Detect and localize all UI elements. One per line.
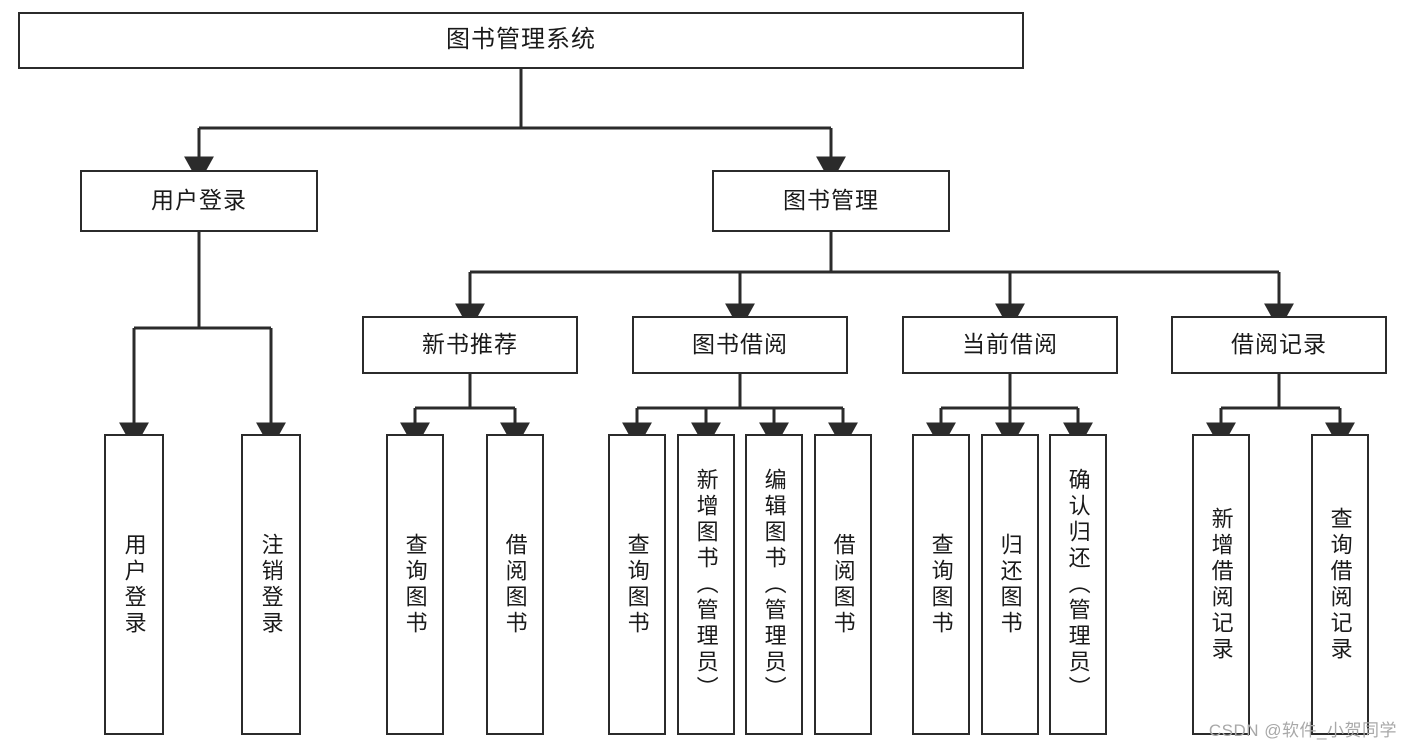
node-leaf-add-record[interactable]: 新增借阅记录 xyxy=(1192,434,1250,735)
node-leaf-query-record-label: 查询借阅记录 xyxy=(1327,506,1353,663)
node-current-borrow-label: 当前借阅 xyxy=(962,331,1058,358)
node-borrow-record-label: 借阅记录 xyxy=(1231,331,1327,358)
node-book-borrow-label: 图书借阅 xyxy=(692,331,788,358)
node-root[interactable]: 图书管理系统 xyxy=(18,12,1024,69)
node-leaf-confirm-return[interactable]: 确认归还（管理员） xyxy=(1049,434,1107,735)
csdn-watermark: CSDN @软件_小贺同学 xyxy=(1208,721,1397,740)
node-leaf-user-logout[interactable]: 注销登录 xyxy=(241,434,301,735)
node-root-label: 图书管理系统 xyxy=(446,26,596,54)
node-leaf-query-record[interactable]: 查询借阅记录 xyxy=(1311,434,1369,735)
node-leaf-edit-book[interactable]: 编辑图书（管理员） xyxy=(745,434,803,735)
node-leaf-add-book[interactable]: 新增图书（管理员） xyxy=(677,434,735,735)
node-leaf-user-logout-label: 注销登录 xyxy=(258,532,284,637)
node-leaf-add-book-label: 新增图书（管理员） xyxy=(693,467,719,702)
node-book-manage[interactable]: 图书管理 xyxy=(712,170,950,232)
node-leaf-borrow-book-2-label: 借阅图书 xyxy=(830,532,856,637)
node-current-borrow[interactable]: 当前借阅 xyxy=(902,316,1118,374)
node-leaf-query-book-3-label: 查询图书 xyxy=(928,532,954,637)
node-leaf-borrow-book-2[interactable]: 借阅图书 xyxy=(814,434,872,735)
node-new-book-recommend-label: 新书推荐 xyxy=(422,331,518,358)
node-leaf-confirm-return-label: 确认归还（管理员） xyxy=(1065,467,1091,702)
node-book-manage-label: 图书管理 xyxy=(783,187,879,214)
node-leaf-query-book-3[interactable]: 查询图书 xyxy=(912,434,970,735)
node-leaf-query-book-2-label: 查询图书 xyxy=(624,532,650,637)
node-book-borrow[interactable]: 图书借阅 xyxy=(632,316,848,374)
node-user-login[interactable]: 用户登录 xyxy=(80,170,318,232)
node-borrow-record[interactable]: 借阅记录 xyxy=(1171,316,1387,374)
node-leaf-add-record-label: 新增借阅记录 xyxy=(1208,506,1234,663)
node-leaf-query-book-1-label: 查询图书 xyxy=(402,532,428,637)
node-new-book-recommend[interactable]: 新书推荐 xyxy=(362,316,578,374)
node-leaf-borrow-book-1[interactable]: 借阅图书 xyxy=(486,434,544,735)
node-leaf-query-book-1[interactable]: 查询图书 xyxy=(386,434,444,735)
node-user-login-label: 用户登录 xyxy=(151,187,247,214)
node-leaf-edit-book-label: 编辑图书（管理员） xyxy=(761,467,787,702)
node-leaf-user-login[interactable]: 用户登录 xyxy=(104,434,164,735)
node-leaf-query-book-2[interactable]: 查询图书 xyxy=(608,434,666,735)
node-leaf-return-book[interactable]: 归还图书 xyxy=(981,434,1039,735)
node-leaf-user-login-label: 用户登录 xyxy=(121,532,147,637)
node-leaf-return-book-label: 归还图书 xyxy=(997,532,1023,637)
node-leaf-borrow-book-1-label: 借阅图书 xyxy=(502,532,528,637)
